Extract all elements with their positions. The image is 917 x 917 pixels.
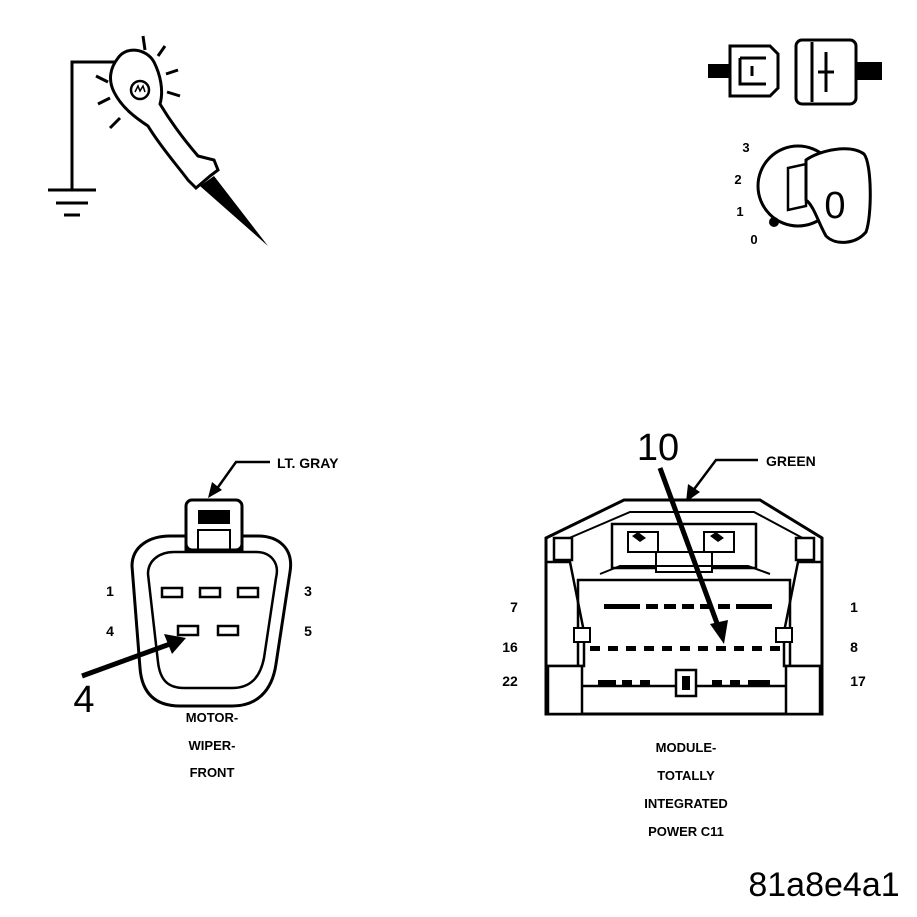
tipm-pin-8: 8: [850, 639, 858, 655]
ignition-position-2: 2: [734, 172, 741, 187]
wiper-pin-1: 1: [106, 583, 114, 599]
figure-id: 81a8e4a1: [748, 866, 899, 904]
tipm-name-line-2: TOTALLY: [657, 768, 715, 783]
wiper-connector-color: LT. GRAY: [277, 455, 339, 471]
wiper-motor-connector: LT. GRAY 1 3 4 5 4 MOTOR- WIPER- FRONT: [73, 455, 339, 780]
wiper-pin-5: 5: [304, 623, 312, 639]
tipm-pin-22: 22: [502, 673, 518, 689]
tipm-pin-7: 7: [510, 599, 518, 615]
ignition-position-1: 1: [736, 204, 743, 219]
tipm-pin-1: 1: [850, 599, 858, 615]
wiper-name-line-3: FRONT: [190, 765, 235, 780]
wiper-callout-number: 4: [73, 679, 94, 721]
tipm-name-line-1: MODULE-: [656, 740, 717, 755]
tipm-pin-17: 17: [850, 673, 866, 689]
ignition-key-icon: 0 3 2 1 0: [734, 140, 872, 247]
ground-symbol-icon: [48, 60, 124, 217]
wiper-pin-3: 3: [304, 583, 312, 599]
ignition-position-3: 3: [742, 140, 749, 155]
tipm-connector: GREEN: [502, 427, 866, 839]
wiper-name-line-2: WIPER-: [189, 738, 236, 753]
wiper-pin-4: 4: [106, 623, 114, 639]
test-light-probe-icon: [48, 35, 268, 246]
tipm-name-line-4: POWER C11: [648, 824, 724, 839]
tipm-pin-16: 16: [502, 639, 518, 655]
ignition-position-0: 0: [750, 232, 757, 247]
tipm-callout-number: 10: [637, 427, 679, 469]
tipm-name-line-3: INTEGRATED: [644, 796, 728, 811]
wiper-name-line-1: MOTOR-: [186, 710, 238, 725]
disconnect-connector-icon: [708, 38, 882, 106]
tipm-connector-color: GREEN: [766, 453, 816, 469]
key-position-label: 0: [824, 185, 845, 227]
